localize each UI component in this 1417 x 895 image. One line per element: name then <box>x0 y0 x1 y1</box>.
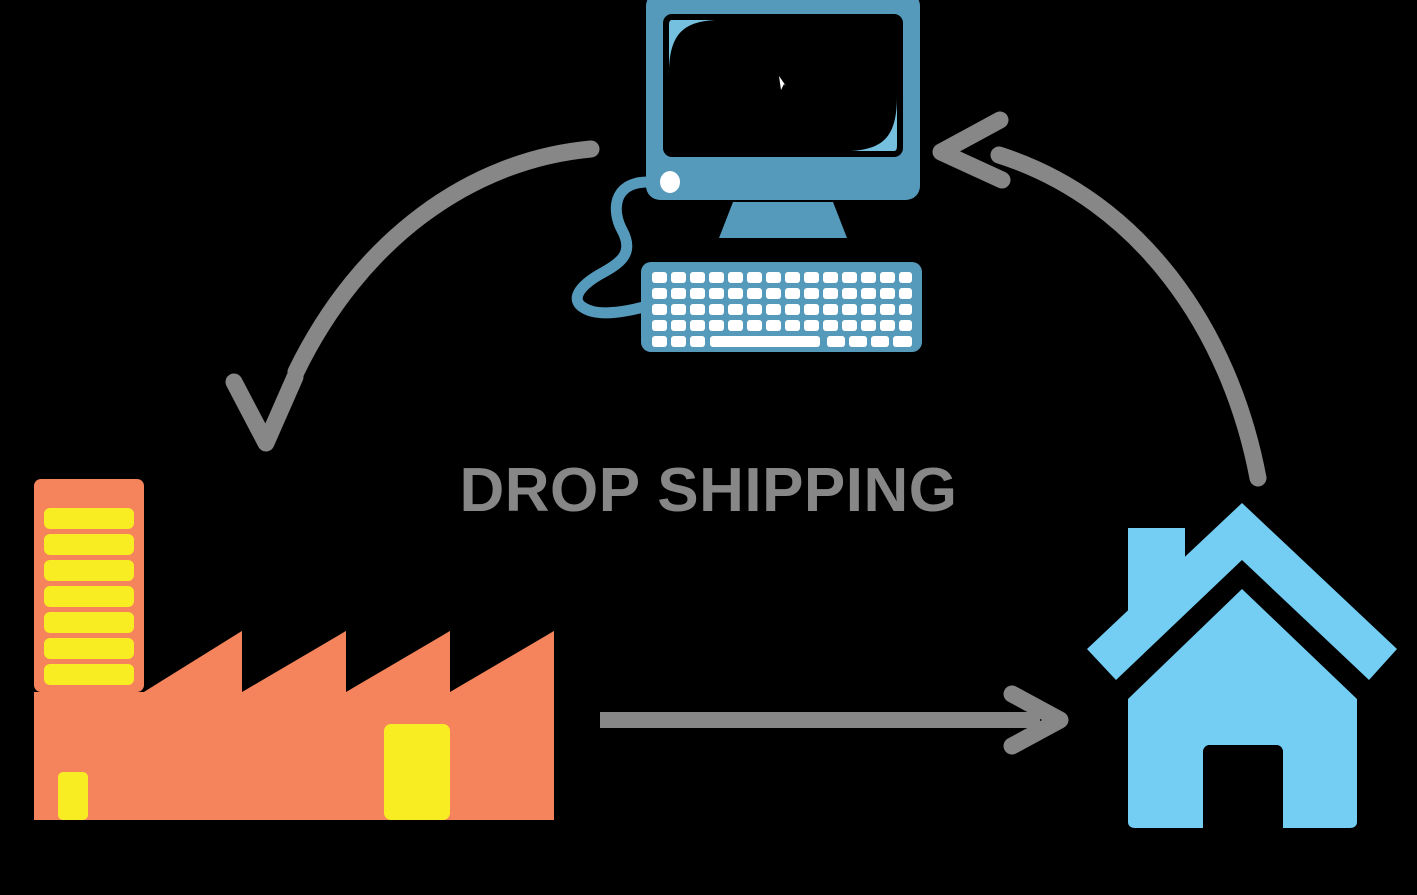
factory-tower-window <box>44 586 134 607</box>
factory-large-door[interactable] <box>384 724 450 820</box>
factory-roof-peak-2 <box>248 631 346 692</box>
arrow-factory-to-house <box>600 685 1069 755</box>
computer[interactable] <box>571 0 922 352</box>
factory-roof-peak-4 <box>456 631 554 692</box>
screen-glare-top-left <box>669 20 715 75</box>
arrow-house-to-computer-shaft <box>990 146 1267 487</box>
house-roof <box>1087 503 1397 680</box>
monitor-stand <box>719 202 847 238</box>
keyboard-cable <box>571 176 654 319</box>
keyboard-row-4 <box>652 320 912 331</box>
factory-tower-window <box>44 664 134 685</box>
house-chimney <box>1128 528 1185 612</box>
screen-glare-bottom-right <box>851 96 897 151</box>
keyboard-row-5 <box>652 336 912 347</box>
house[interactable] <box>1087 503 1397 828</box>
keyboard-row-3 <box>652 304 912 315</box>
keyboard-row-2 <box>652 288 912 299</box>
factory-roof-peak-1 <box>144 631 242 692</box>
factory[interactable] <box>34 479 554 820</box>
spacebar <box>710 336 820 347</box>
arrow-factory-to-house-head <box>1003 685 1069 755</box>
factory-small-door[interactable] <box>58 772 88 820</box>
factory-tower-window <box>44 560 134 581</box>
factory-tower-window <box>44 508 134 529</box>
arrow-house-to-computer <box>932 111 1267 487</box>
arrow-computer-to-factory <box>225 140 600 452</box>
factory-tower-window <box>44 612 134 633</box>
factory-tower-window <box>44 534 134 555</box>
screen-cursor <box>779 76 786 90</box>
house-door[interactable] <box>1203 745 1283 828</box>
factory-tower-window <box>44 638 134 659</box>
keyboard-row-1 <box>652 272 912 283</box>
factory-tower-windows <box>44 508 134 685</box>
arrow-computer-to-factory-shaft <box>287 140 600 381</box>
arrow-house-to-computer-head <box>932 111 1011 189</box>
house-body <box>1128 589 1357 828</box>
factory-roof-peak-3 <box>352 631 450 692</box>
power-indicator <box>660 171 680 193</box>
arrow-computer-to-factory-head <box>225 368 304 452</box>
